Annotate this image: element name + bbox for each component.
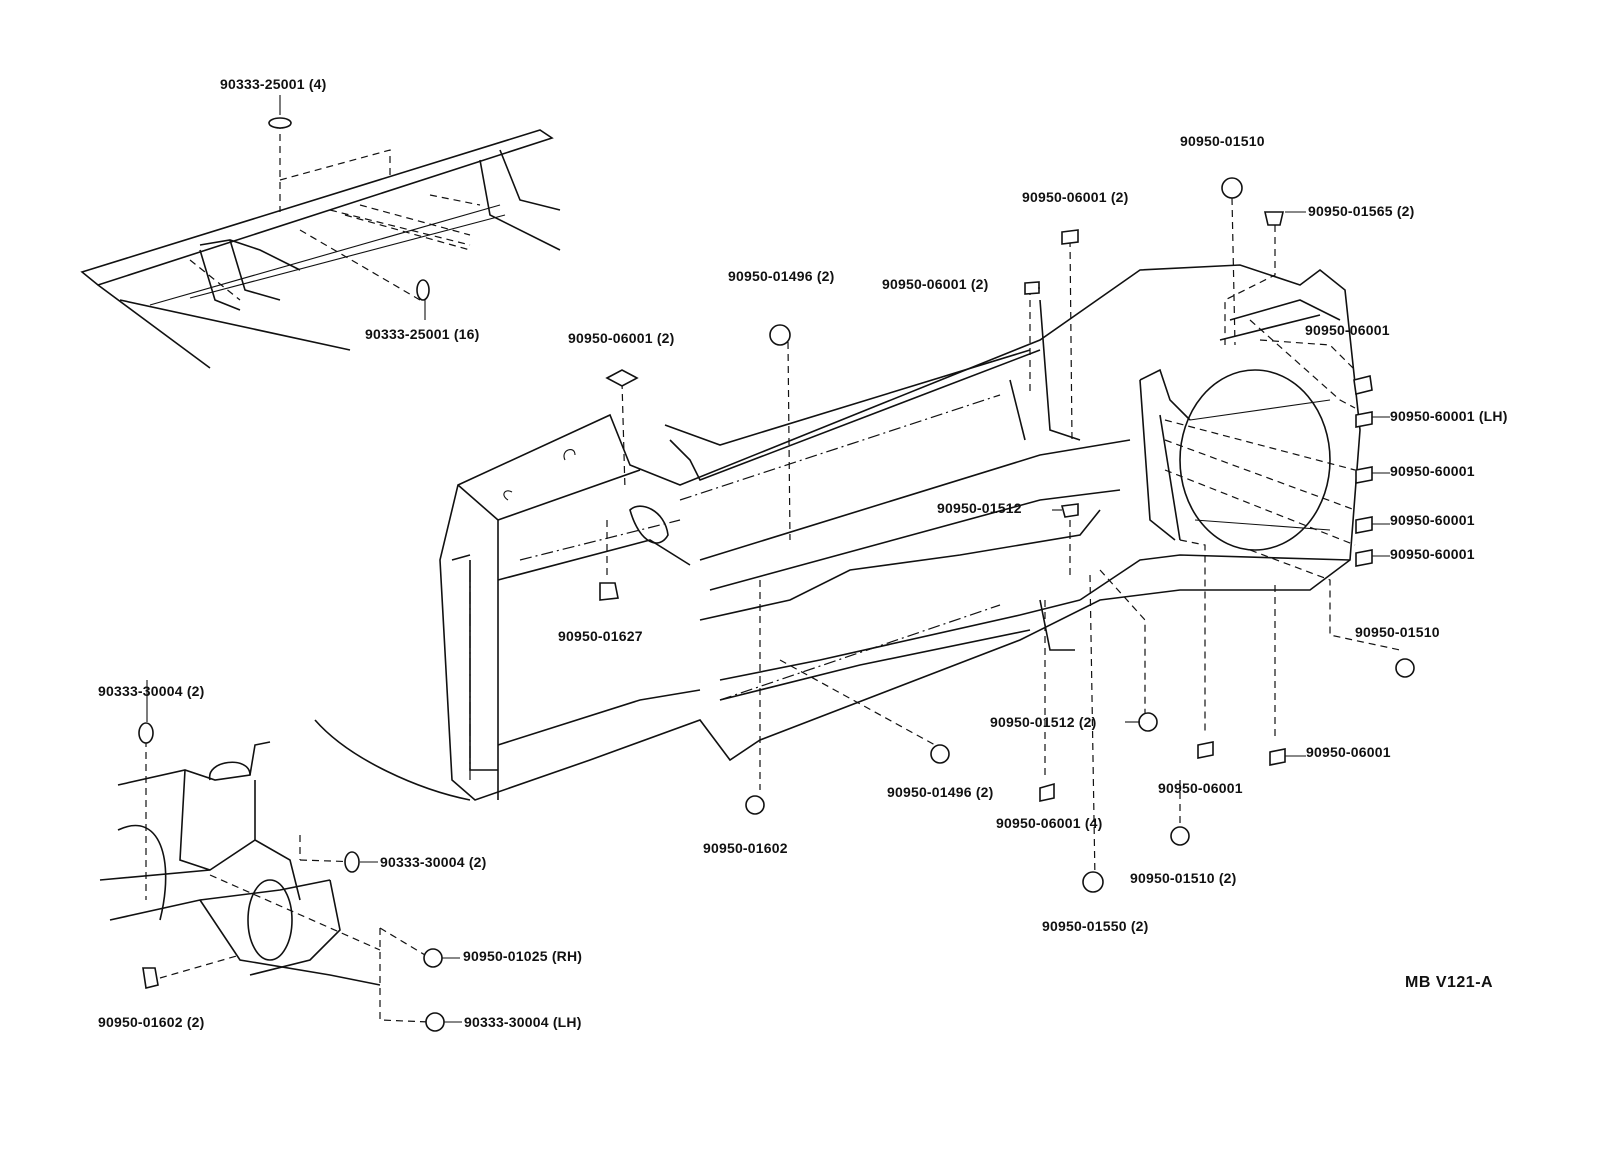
callout-label: 90950-06001 (2) (882, 276, 989, 292)
callout-label: 90333-30004 (LH) (464, 1014, 582, 1030)
callout-label: 90950-06001 (1305, 322, 1390, 338)
callout-label: 90333-25001 (16) (365, 326, 480, 342)
callout-label: 90333-25001 (4) (220, 76, 327, 92)
rear-floor-drawing (99, 719, 471, 1032)
diagram-code: MB V121-A (1405, 974, 1494, 991)
floor-pan-drawing (80, 117, 561, 369)
callout-label: 90950-01025 (RH) (463, 948, 583, 964)
callout-label: 90950-01510 (2) (1130, 870, 1237, 886)
callout-label: 90950-01510 (1355, 624, 1440, 640)
callout-label: 90950-01512 (937, 500, 1022, 516)
callout-label: 90950-06001 (2) (568, 330, 675, 346)
callout-label: 90950-01565 (2) (1308, 203, 1415, 219)
callout-label: 90950-01496 (2) (728, 268, 835, 284)
callout-label: 90950-01550 (2) (1042, 918, 1149, 934)
callout-label: 90950-01496 (2) (887, 784, 994, 800)
callout-label: 90950-06001 (4) (996, 815, 1103, 831)
underbody-drawing (439, 264, 1361, 801)
callout-label: 90950-60001 (LH) (1390, 408, 1508, 424)
callout-label: 90950-01512 (2) (990, 714, 1097, 730)
callout-label: 90950-01602 (2) (98, 1014, 205, 1030)
callout-label: 90950-60001 (1390, 512, 1475, 528)
callout-label: 90333-30004 (2) (98, 683, 205, 699)
callout-label: 90950-06001 (1306, 744, 1391, 760)
callout-label: 90333-30004 (2) (380, 854, 487, 870)
callout-label: 90950-06001 (1158, 780, 1243, 796)
callout-label: 90950-60001 (1390, 546, 1475, 562)
plug-leaders (146, 95, 1415, 1023)
callout-label: 90950-01627 (558, 628, 643, 644)
callout-label: 90950-06001 (2) (1022, 189, 1129, 205)
callout-label: 90950-01602 (703, 840, 788, 856)
callout-label: 90950-60001 (1390, 463, 1475, 479)
callout-label: 90950-01510 (1180, 133, 1265, 149)
